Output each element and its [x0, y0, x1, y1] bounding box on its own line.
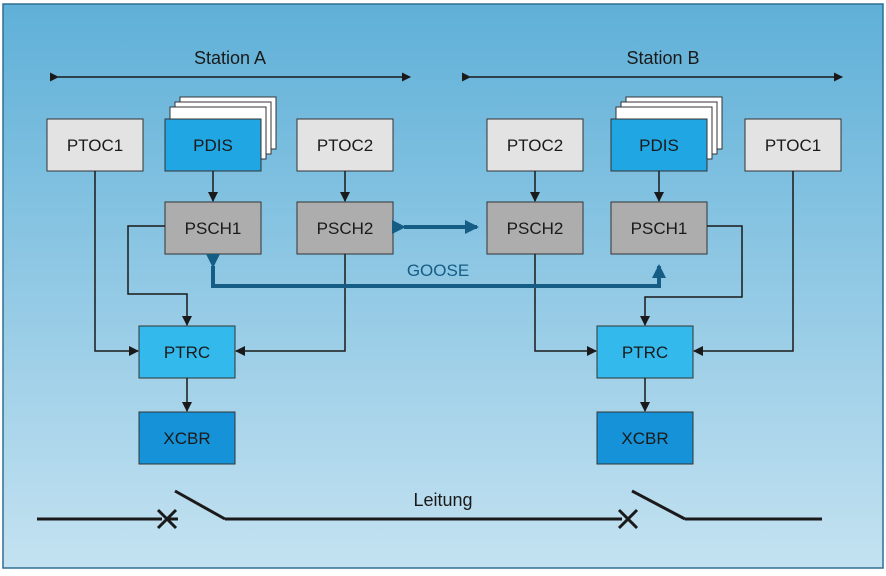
block-label: PSCH2: [507, 219, 564, 238]
block-label: PSCH2: [317, 219, 374, 238]
line-label: Leitung: [413, 490, 472, 510]
block-label: PTOC1: [765, 136, 821, 155]
breaker-cross-b: [617, 508, 639, 530]
block-a-ptoc2: PTOC2: [296, 118, 394, 172]
transmission-line: [37, 489, 822, 521]
block-b-ptoc2: PTOC2: [486, 118, 584, 172]
block-b-pdis: PDIS: [610, 118, 708, 172]
block-b-psch2: PSCH2: [486, 201, 584, 255]
block-b-ptrc: PTRC: [596, 325, 694, 379]
block-label: PTOC2: [317, 136, 373, 155]
station-b-label: Station B: [626, 48, 699, 68]
block-label: PDIS: [193, 136, 233, 155]
block-a-xcbr: XCBR: [138, 411, 236, 465]
block-b-xcbr: XCBR: [596, 411, 694, 465]
arrow-ptoc1-to-ptrc-b: [693, 171, 794, 356]
block-label: PSCH1: [631, 219, 688, 238]
block-label: XCBR: [163, 429, 210, 448]
station-a-label: Station A: [194, 48, 266, 68]
block-label: PTRC: [164, 343, 210, 362]
block-a-ptoc1: PTOC1: [46, 118, 144, 172]
block-label: PTOC1: [67, 136, 123, 155]
block-label: XCBR: [621, 429, 668, 448]
block-label: PTOC2: [507, 136, 563, 155]
breaker-cross-a: [156, 508, 178, 530]
breaker-switch-a: [174, 489, 226, 521]
block-b-psch1: PSCH1: [610, 201, 708, 255]
block-label: PDIS: [639, 136, 679, 155]
goose-links: [206, 220, 666, 288]
block-a-ptrc: PTRC: [138, 325, 236, 379]
arrow-psch1-to-ptrc-a: [127, 225, 192, 326]
block-label: PTRC: [622, 343, 668, 362]
goose-label: GOOSE: [407, 261, 469, 280]
block-a-psch1: PSCH1: [164, 201, 262, 255]
block-b-ptoc1: PTOC1: [744, 118, 842, 172]
goose-arrow-psch1: [206, 254, 666, 288]
arrow-ptoc1-to-ptrc-a: [94, 171, 139, 356]
block-a-pdis: PDIS: [164, 118, 262, 172]
block-a-psch2: PSCH2: [296, 201, 394, 255]
arrow-psch1-to-ptrc-b: [640, 225, 743, 326]
breaker-switch-b: [631, 489, 686, 521]
block-label: PSCH1: [185, 219, 242, 238]
